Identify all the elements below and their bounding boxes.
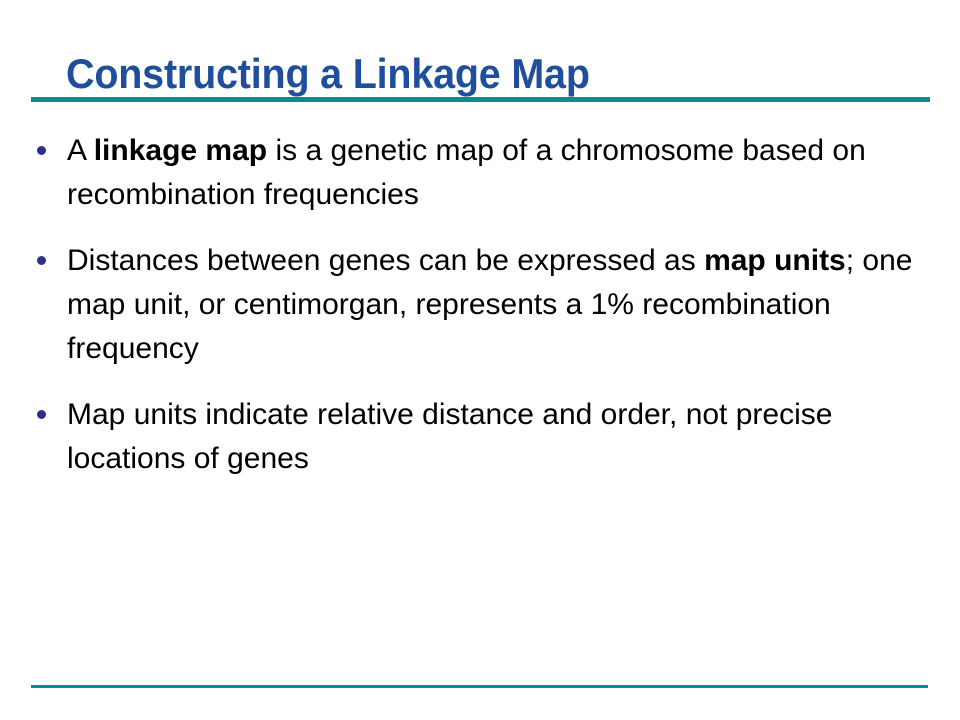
list-item-text: A linkage map is a genetic map of a chro… [67, 134, 866, 211]
title-divider-rule [31, 97, 930, 102]
bullet-list: A linkage map is a genetic map of a chro… [0, 129, 960, 481]
bullet-dot-icon [37, 146, 46, 155]
bullet-dot-icon [37, 410, 46, 419]
list-item-text: Distances between genes can be expressed… [67, 244, 913, 365]
bullet-dot-icon [37, 256, 46, 265]
page-title: Constructing a Linkage Map [66, 50, 590, 98]
list-item: Distances between genes can be expressed… [0, 239, 960, 371]
footer-divider-rule [31, 685, 928, 688]
list-item: Map units indicate relative distance and… [0, 393, 960, 481]
list-item-text: Map units indicate relative distance and… [67, 398, 833, 475]
list-item: A linkage map is a genetic map of a chro… [0, 129, 960, 217]
